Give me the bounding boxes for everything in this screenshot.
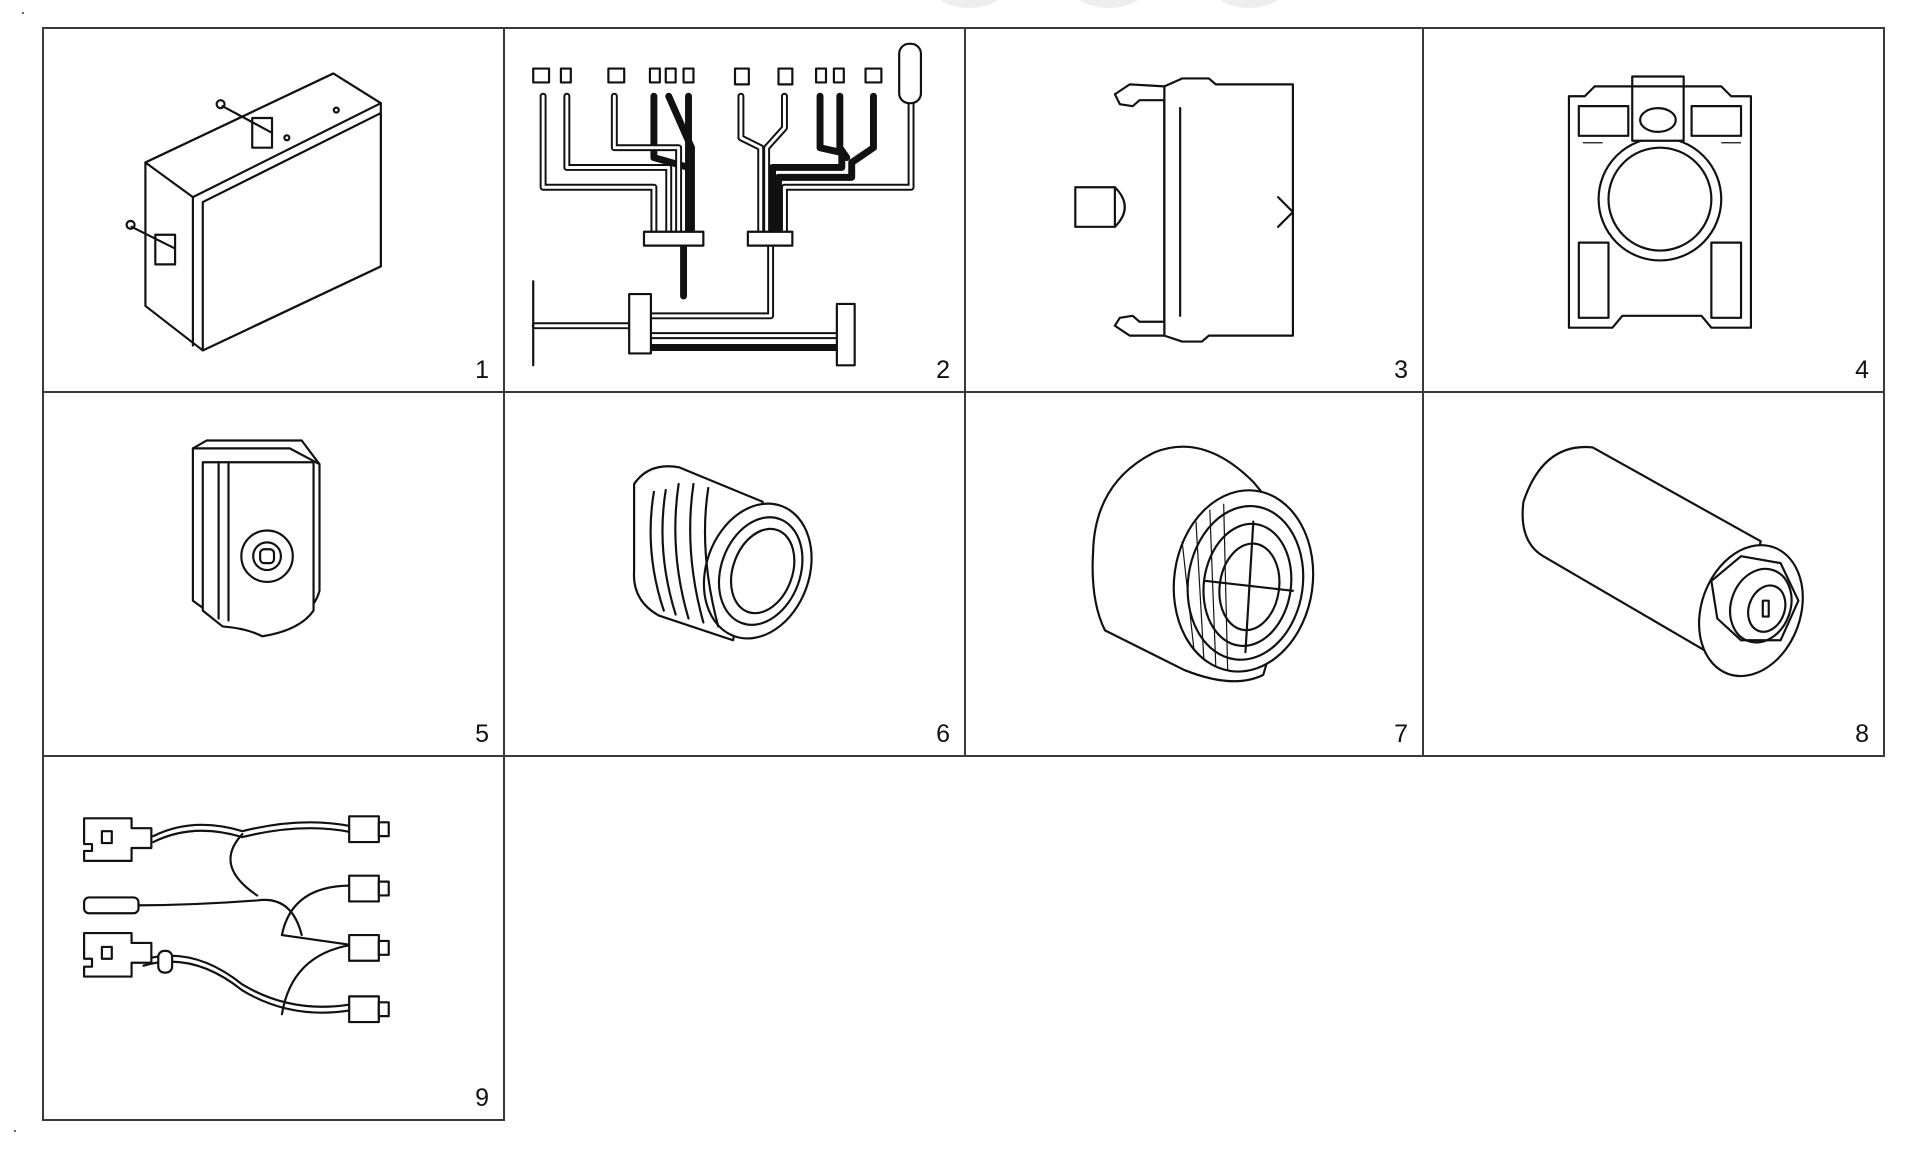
part-cell-4: 4 <box>1422 27 1885 393</box>
part-cell-6: 6 <box>503 391 966 757</box>
part-number: 2 <box>936 356 950 384</box>
part-cell-5: 5 <box>42 391 505 757</box>
top-edge-shape <box>1070 0 1148 8</box>
key-switch-icon <box>1521 445 1804 678</box>
top-edge-shape <box>930 0 1008 8</box>
part-cell-3: 3 <box>964 27 1424 393</box>
buzzer-icon <box>1091 445 1315 683</box>
part-number: 5 <box>475 720 489 748</box>
contact-block-icon <box>1074 77 1294 343</box>
corner-mark <box>14 1130 16 1132</box>
wiring-harness-icon <box>531 42 923 367</box>
part-cell-1: 1 <box>42 27 505 393</box>
part-number: 7 <box>1394 720 1408 748</box>
part-cell-7: 7 <box>964 391 1424 757</box>
part-number: 3 <box>1394 356 1408 384</box>
part-number: 4 <box>1855 356 1869 384</box>
control-box-icon <box>125 72 382 352</box>
key-fob-icon <box>191 439 321 638</box>
part-number: 1 <box>475 356 489 384</box>
push-button-icon <box>632 465 813 642</box>
mounting-adapter-icon <box>1567 75 1753 329</box>
part-cell-9: 9 <box>42 755 505 1121</box>
part-number: 8 <box>1855 720 1869 748</box>
top-edge-shape <box>1210 0 1288 8</box>
part-cell-8: 8 <box>1422 391 1885 757</box>
connector-cable-icon <box>83 815 390 1024</box>
part-number: 6 <box>936 720 950 748</box>
part-number: 9 <box>475 1084 489 1112</box>
corner-mark <box>22 12 24 14</box>
part-cell-2: 2 <box>503 27 966 393</box>
